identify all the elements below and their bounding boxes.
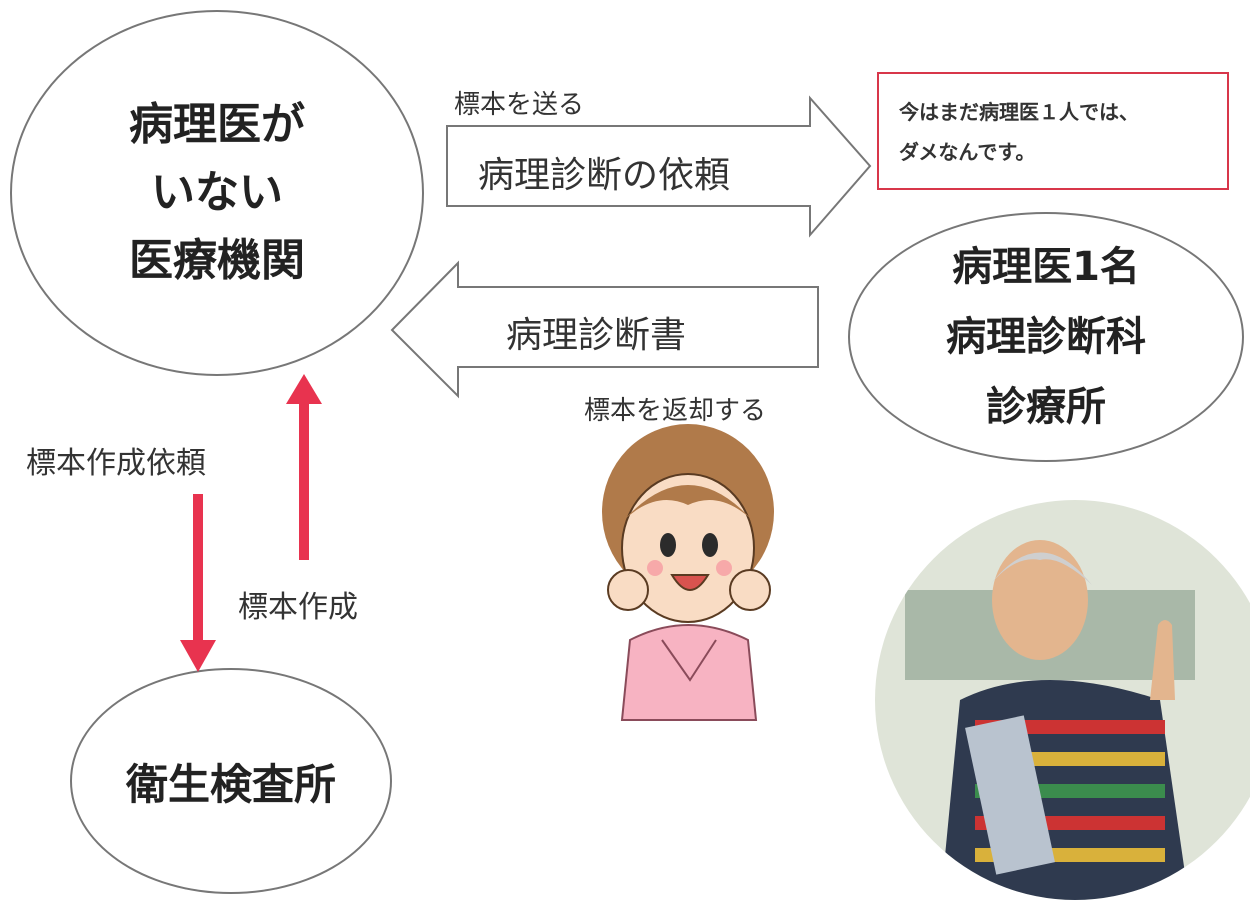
clinic-line-2: 病理診断科	[946, 314, 1146, 360]
request-arrow-caption: 標本を送る	[454, 90, 585, 120]
hospital-line-1: 病理医が	[129, 99, 305, 150]
hospital-line-3: 医療機関	[129, 235, 305, 286]
lab-label: 衛生検査所	[125, 759, 336, 809]
callout-line-1: 今はまだ病理医１人では、	[899, 100, 1139, 124]
to-lab-arrow-head	[180, 640, 216, 672]
clinic-line-3: 診療所	[986, 384, 1106, 430]
report-arrow-caption: 標本を返却する	[584, 396, 767, 426]
request-arrow-label: 病理診断の依頼	[478, 155, 731, 196]
to-lab-caption: 標本作成依頼	[26, 446, 206, 481]
clinic-line-1: 病理医1名	[952, 244, 1140, 290]
from-lab-arrow-shaft	[299, 400, 309, 560]
hospital-line-2: いない	[151, 167, 283, 218]
hospital-node: 病理医が いない 医療機関	[10, 10, 424, 376]
nurse-illustration	[602, 424, 774, 721]
doctor-photo	[875, 500, 1250, 900]
report-arrow-label: 病理診断書	[506, 315, 687, 356]
from-lab-arrow-head	[286, 374, 322, 404]
to-lab-arrow-shaft	[193, 494, 203, 642]
lab-node: 衛生検査所	[70, 668, 392, 894]
callout-box: 今はまだ病理医１人では、 ダメなんです。	[877, 72, 1229, 190]
clinic-node: 病理医1名 病理診断科 診療所	[848, 212, 1244, 462]
callout-line-2: ダメなんです。	[899, 140, 1036, 164]
report-arrow-shape	[390, 260, 819, 399]
from-lab-caption: 標本作成	[238, 590, 358, 625]
request-arrow-shape	[446, 95, 872, 238]
